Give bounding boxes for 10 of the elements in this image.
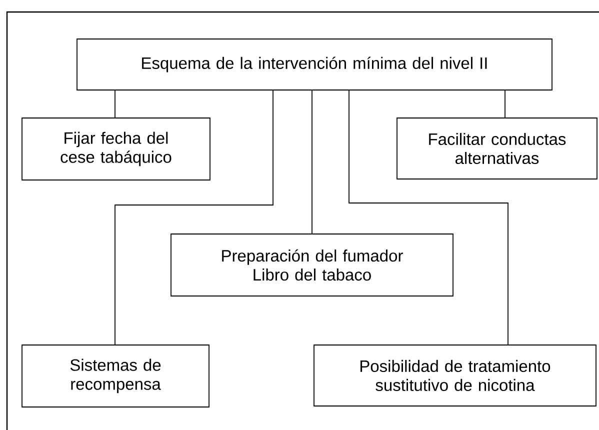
text-box: Sistemas de recompensa [22,344,210,408]
text-box: Preparación del fumador Libro del tabaco [170,234,454,296]
connector-line [504,90,506,118]
text-box: Fijar fecha del cese tabáquico [22,118,210,180]
text-box: Posibilidad de tratamiento sustitutivo de nicotina [314,344,596,406]
connector-line [114,90,116,118]
connector-line [114,90,274,345]
text-box: Esquema de la intervención mínima del nivel II [76,38,552,90]
text-box: Facilitar conductas alternativas [396,118,598,180]
connector-line [348,90,508,345]
